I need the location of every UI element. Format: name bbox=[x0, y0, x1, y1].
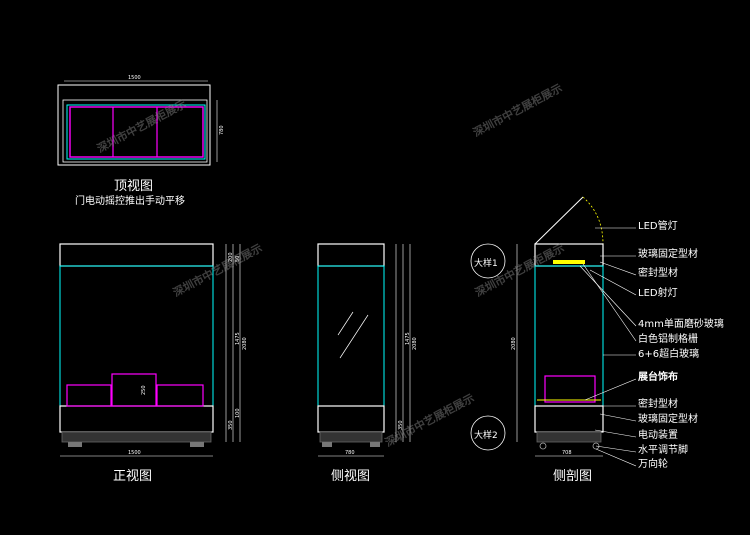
section-view-title: 侧剖图 bbox=[553, 469, 593, 484]
side-plinth bbox=[319, 431, 383, 443]
callout-display-cloth: 展台饰布 bbox=[638, 372, 678, 383]
front-base bbox=[59, 405, 214, 433]
top-view-door-panels bbox=[69, 106, 204, 158]
callout-glass-profile: 玻璃固定型材 bbox=[638, 249, 698, 260]
section-width-dim: 708 bbox=[562, 450, 572, 456]
side-view-title: 侧视图 bbox=[331, 469, 371, 484]
front-display-item bbox=[156, 384, 204, 407]
side-glass-body bbox=[317, 265, 385, 407]
side-glass-reflection bbox=[337, 311, 354, 336]
front-view bbox=[59, 243, 241, 457]
detail1-bubble bbox=[470, 243, 506, 279]
top-depth-dim: 780 bbox=[219, 125, 225, 135]
front-view-title: 正视图 bbox=[113, 469, 153, 484]
side-top-canopy bbox=[317, 243, 385, 267]
section-display-item bbox=[544, 375, 596, 403]
top-view-outer-frame bbox=[57, 84, 211, 166]
front-width-dim: 1500 bbox=[128, 450, 141, 456]
side-foot bbox=[370, 442, 380, 447]
callout-led-spot: LED射灯 bbox=[638, 288, 678, 299]
section-lid-swing-arc bbox=[582, 196, 604, 245]
top-width-dim: 1500 bbox=[128, 75, 141, 81]
detail2-bubble bbox=[470, 415, 506, 451]
side-width-dim: 780 bbox=[345, 450, 355, 456]
section-view bbox=[470, 196, 637, 467]
callout-seal-profile: 密封型材 bbox=[638, 268, 678, 279]
front-small-dim: 50 bbox=[235, 255, 241, 262]
callout-seal-profile-2: 密封型材 bbox=[638, 399, 678, 410]
top-view bbox=[57, 80, 218, 166]
side-glass-height-dim: 1475 bbox=[405, 332, 411, 345]
callout-caster: 万向轮 bbox=[638, 459, 668, 470]
callout-leveling-foot: 水平调节脚 bbox=[638, 445, 688, 456]
callout-led-tube: LED管灯 bbox=[638, 221, 678, 232]
side-base-height-dim: 350 bbox=[398, 420, 404, 430]
top-view-glass bbox=[66, 104, 206, 160]
front-display-item bbox=[111, 373, 157, 407]
front-display-item bbox=[66, 384, 112, 407]
top-view-title: 顶视图 bbox=[114, 179, 154, 194]
top-view-subtitle: 门电动摇控推出手动平移 bbox=[75, 196, 185, 207]
top-view-inner-frame bbox=[62, 99, 208, 163]
side-base bbox=[317, 405, 385, 433]
callout-glass-profile-2: 玻璃固定型材 bbox=[638, 414, 698, 425]
front-plinth bbox=[61, 431, 212, 443]
detail1-label: 大样1 bbox=[474, 259, 498, 269]
section-total-height-dim: 2080 bbox=[511, 337, 517, 350]
callout-leaders bbox=[579, 227, 637, 467]
callout-electric-device: 电动装置 bbox=[638, 430, 678, 441]
detail2-label: 大样2 bbox=[474, 431, 498, 441]
front-total-height-dim: 2080 bbox=[242, 337, 248, 350]
front-item-dim: 250 bbox=[141, 385, 147, 395]
side-total-height-dim: 2080 bbox=[412, 337, 418, 350]
side-foot bbox=[322, 442, 332, 447]
front-top-canopy bbox=[59, 243, 214, 267]
callout-aluminum-grille: 白色铝制格栅 bbox=[638, 334, 698, 345]
front-top-height-dim: 200 bbox=[228, 252, 234, 262]
section-caster bbox=[539, 442, 547, 450]
section-base bbox=[534, 405, 604, 433]
callout-ultra-clear-glass: 6+6超白玻璃 bbox=[638, 349, 700, 360]
front-foot bbox=[68, 442, 82, 447]
front-base-height-dim: 350 bbox=[228, 420, 234, 430]
section-open-lid bbox=[534, 196, 584, 245]
side-view bbox=[317, 243, 411, 457]
front-foot bbox=[190, 442, 204, 447]
front-glass-height-dim: 1475 bbox=[235, 332, 241, 345]
section-plinth bbox=[536, 431, 602, 443]
side-glass-reflection bbox=[339, 314, 369, 359]
section-led-strip bbox=[553, 260, 585, 264]
callout-frosted-glass: 4mm单面磨砂玻璃 bbox=[638, 319, 724, 330]
front-pad-dim: 100 bbox=[235, 408, 241, 418]
